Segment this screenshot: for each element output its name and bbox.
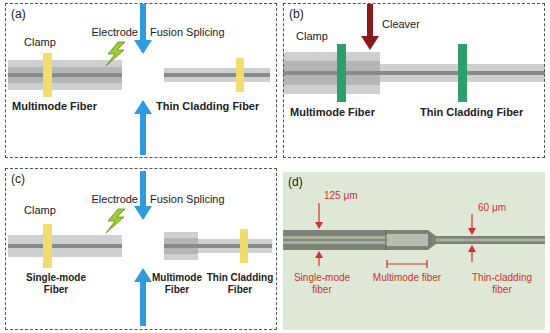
fiber-core-region	[8, 67, 122, 83]
panel-b-drawing	[283, 4, 545, 102]
process-label: Fusion Splicing	[150, 26, 225, 39]
arrow-head	[134, 206, 152, 220]
fiber-taper	[428, 230, 436, 250]
single-mode-fiber	[8, 235, 122, 257]
clamp	[458, 44, 467, 102]
dimension-label: 125 μm	[324, 190, 358, 202]
panel-letter: (a)	[11, 7, 26, 21]
arrow-head	[134, 100, 152, 114]
fiber-core	[283, 240, 386, 241]
arrow-shaft	[140, 281, 146, 326]
arrow-head	[134, 40, 152, 54]
arrow-head	[361, 36, 379, 50]
panel-c-drawing	[8, 171, 272, 326]
length-bracket	[386, 260, 387, 268]
panel-letter: (b)	[289, 7, 304, 21]
dimension-arrow	[315, 251, 323, 258]
dimension-arrow	[468, 228, 476, 235]
arrow-shaft	[140, 4, 146, 41]
fiber-core	[8, 244, 122, 248]
thin-cladding-fiber	[164, 68, 270, 82]
multimode-fiber	[386, 230, 428, 250]
clamp	[337, 44, 346, 102]
dimension-arrow	[468, 245, 476, 252]
fiber-label: Thin Cladding Fiber	[156, 100, 259, 113]
fiber-core	[8, 73, 122, 77]
dimension-line	[318, 257, 319, 266]
dimension-line	[471, 214, 472, 229]
clamp	[43, 224, 52, 268]
panel-d-drawing	[283, 203, 545, 268]
fiber-label: Multimode Fiber	[290, 106, 375, 119]
arrow-shaft	[140, 113, 146, 155]
single-mode-fiber	[283, 230, 386, 250]
part-label: Clamp	[296, 30, 328, 43]
fiber-glow	[386, 234, 428, 246]
fiber-label: Thin Cladding Fiber	[420, 106, 523, 119]
part-label: Clamp	[24, 204, 56, 217]
electrode-spark	[106, 42, 125, 66]
part-label: Electrode	[78, 26, 138, 39]
clamp	[240, 229, 248, 263]
arrow-head	[134, 268, 152, 282]
clamp	[43, 53, 52, 97]
arrow-shaft	[140, 171, 146, 207]
fiber-label: Multimode Fiber	[150, 272, 204, 295]
length-bracket	[426, 260, 427, 268]
panel-box: (a)	[5, 3, 277, 158]
part-label: Electrode	[78, 193, 138, 206]
length-bracket	[387, 263, 427, 264]
panel-a-drawing	[8, 4, 270, 155]
micrograph-ground	[283, 172, 545, 330]
fiber-label: Single-mode Fiber	[14, 272, 98, 295]
dimension-line	[471, 251, 472, 262]
electrode-spark	[106, 209, 125, 233]
panel-box: (c)	[5, 168, 277, 330]
panel-box: (d)	[283, 172, 545, 330]
dimension-label: 60 μm	[478, 202, 506, 214]
fiber-core	[164, 73, 270, 77]
fiber-glow	[283, 236, 386, 244]
panel-letter: (c)	[11, 172, 25, 186]
fiber-label: Multimode Fiber	[12, 100, 97, 113]
clamp	[236, 58, 244, 92]
part-label: Clamp	[24, 36, 56, 49]
thin-cladding-fiber	[436, 236, 545, 244]
fiber-label: Thin Cladding Fiber	[205, 272, 275, 295]
fiber-label: Thin-cladding fiber	[462, 272, 542, 295]
arrow-shaft	[367, 4, 373, 37]
process-label: Fusion Splicing	[150, 193, 225, 206]
fiber-label: Single-mode fiber	[286, 272, 358, 295]
fiber-core	[164, 244, 272, 248]
fiber-core	[283, 71, 545, 75]
panel-letter: (d)	[288, 175, 303, 189]
tool-label: Cleaver	[382, 18, 420, 31]
dimension-line	[318, 203, 319, 223]
fiber-label: Multimode fiber	[370, 272, 444, 284]
splice-line	[386, 230, 387, 250]
dimension-arrow	[315, 222, 323, 229]
fiber-glow	[436, 239, 545, 242]
multimode-fiber	[8, 60, 122, 90]
